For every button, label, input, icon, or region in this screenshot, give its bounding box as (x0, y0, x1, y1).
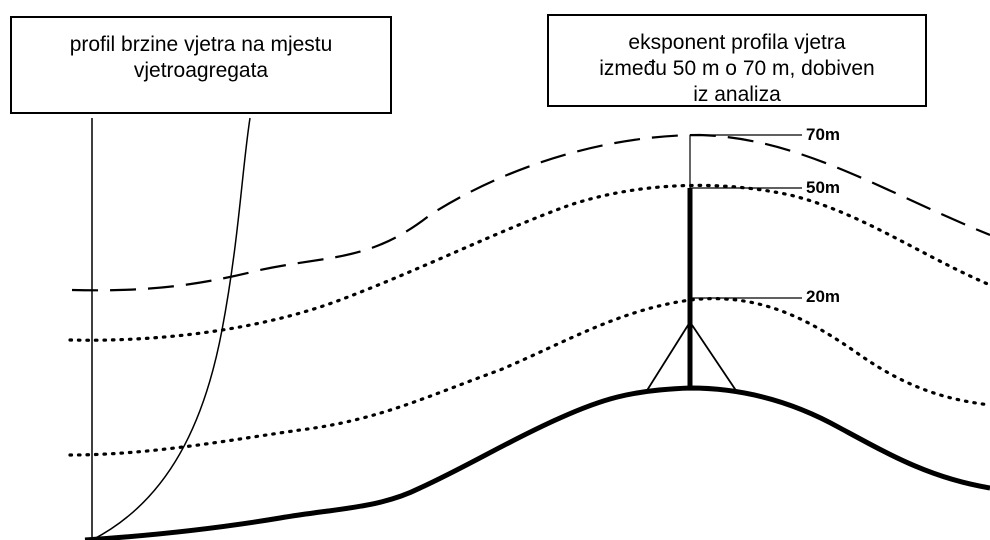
wind-speed-profile-callout: profil brzine vjetra na mjestu vjetroagr… (10, 16, 392, 114)
callout-text-line: eksponent profila vjetra (628, 31, 846, 54)
callout-text-line: iz analiza (693, 83, 781, 106)
height-label-20m: 20m (806, 287, 841, 306)
profile-exponent-callout: eksponent profila vjetra između 50 m o 7… (547, 14, 927, 107)
height-line-20m (68, 297, 990, 457)
height-line-70m (71, 133, 990, 292)
height-label-70m: 70m (806, 125, 841, 144)
callout-text-line: profil brzine vjetra na mjestu (69, 33, 333, 56)
guy-wire-left (645, 321, 691, 393)
wind-speed-profile-curve (91, 117, 251, 540)
terrain-hill (84, 385, 990, 540)
callout-text-line: između 50 m o 70 m, dobiven (599, 57, 875, 80)
height-label-50m: 50m (806, 178, 841, 197)
callout-text-line: vjetroagregata (133, 59, 269, 82)
height-line-50m (68, 183, 990, 342)
guy-wire-right (689, 321, 738, 393)
